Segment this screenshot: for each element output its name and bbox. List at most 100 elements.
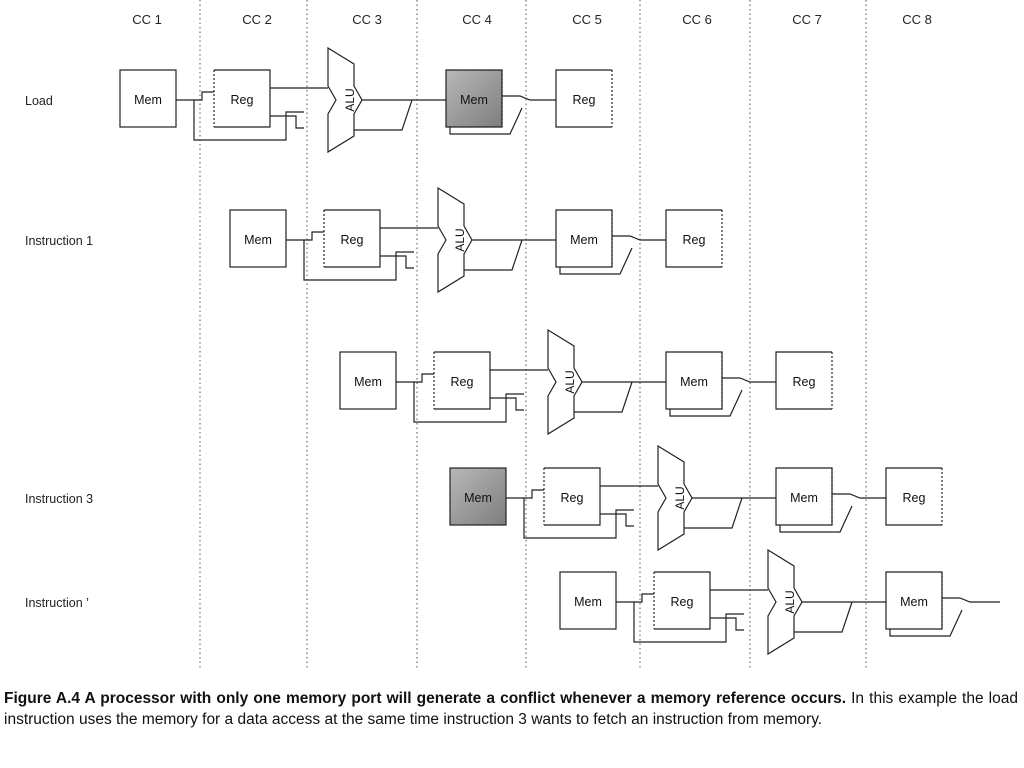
wire: [779, 505, 853, 533]
register-file-box: [654, 572, 710, 629]
writeback-register-box: [556, 70, 612, 127]
wire: [616, 593, 654, 603]
cycle-header: CC 2: [242, 12, 272, 27]
register-file-box: [214, 70, 270, 127]
cycle-header: CC 3: [352, 12, 382, 27]
wire: [176, 91, 214, 101]
wire: [193, 100, 304, 141]
wire: [710, 617, 744, 631]
register-file-box: [434, 352, 490, 409]
writeback-register-outline: [775, 351, 832, 410]
figure-caption: Figure A.4 A processor with only one mem…: [4, 688, 1018, 730]
wire: [286, 231, 324, 241]
stage-label-reg: Reg: [231, 93, 254, 107]
wire: [600, 513, 634, 527]
cycle-header: CC 6: [682, 12, 712, 27]
stage-label-mem: Mem: [354, 375, 382, 389]
data-memory-box: [556, 210, 612, 267]
stage-label-alu: ALU: [343, 88, 357, 111]
stage-label-mem: Mem: [244, 233, 272, 247]
caption-text: In this example the load instruction use…: [4, 690, 1018, 728]
alu-shape: [547, 328, 583, 436]
register-file-outline: [324, 209, 381, 268]
wire: [464, 239, 523, 271]
wire: [354, 99, 413, 131]
instruction-memory-box: [119, 69, 177, 128]
stage-label-alu: ALU: [563, 370, 577, 393]
stage-label-mem: Mem: [574, 595, 602, 609]
stage-label-mem: Mem: [900, 595, 928, 609]
register-file-outline: [654, 571, 711, 630]
register-file-outline: [544, 467, 601, 526]
writeback-register-outline: [885, 467, 942, 526]
stage-label-mem: Mem: [680, 375, 708, 389]
wire: [612, 235, 670, 241]
wire: [669, 389, 743, 417]
instruction-memory-box: [339, 351, 397, 410]
wire: [449, 107, 523, 135]
cycle-header: CC 5: [572, 12, 602, 27]
stage-label-reg: Reg: [561, 491, 584, 505]
wire: [490, 397, 524, 411]
wire: [574, 381, 633, 413]
stage-label-mem: Mem: [460, 93, 488, 107]
wire: [889, 609, 963, 637]
wire: [270, 115, 304, 129]
alu-shape: [327, 46, 363, 154]
instruction-label: Instruction ’: [25, 596, 89, 610]
stage-label-mem: Mem: [790, 491, 818, 505]
writeback-register-box: [886, 468, 942, 525]
stage-label-reg: Reg: [793, 375, 816, 389]
stage-label-reg: Reg: [671, 595, 694, 609]
wire: [502, 95, 560, 101]
wire: [559, 247, 633, 275]
writeback-register-box: [776, 352, 832, 409]
instruction-label: Load: [25, 94, 53, 108]
writeback-register-outline: [665, 209, 722, 268]
stage-label-mem: Mem: [464, 491, 492, 505]
wire: [633, 602, 744, 643]
register-file-outline: [214, 69, 271, 128]
instruction-memory-box: [449, 467, 507, 526]
data-memory-box: [776, 468, 832, 525]
stage-label-alu: ALU: [783, 590, 797, 613]
wire: [794, 601, 853, 633]
wire: [832, 493, 890, 499]
wire: [722, 377, 780, 383]
register-file-box: [544, 468, 600, 525]
pipeline-row: Mem Reg ALU Mem Reg: [339, 328, 833, 436]
instruction-memory-box: [559, 571, 617, 630]
register-file-outline: [434, 351, 491, 410]
writeback-register-box: [666, 210, 722, 267]
wire: [380, 255, 414, 269]
stage-label-reg: Reg: [903, 491, 926, 505]
wire: [523, 498, 634, 539]
pipeline-row: Instruction 3 Mem Reg ALU Mem Reg: [25, 444, 943, 552]
caption-bold: Figure A.4 A processor with only one mem…: [4, 690, 847, 707]
wire: [396, 373, 434, 383]
alu-shape: [437, 186, 473, 294]
register-file-box: [324, 210, 380, 267]
instruction-memory-box: [229, 209, 287, 268]
cycle-header: CC 7: [792, 12, 822, 27]
data-memory-box: [446, 70, 502, 127]
wire: [942, 597, 1000, 603]
stage-label-alu: ALU: [453, 228, 467, 251]
cycle-header: CC 4: [462, 12, 492, 27]
cycle-header: CC 8: [902, 12, 932, 27]
stage-label-alu: ALU: [673, 486, 687, 509]
stage-label-reg: Reg: [451, 375, 474, 389]
wire: [413, 382, 524, 423]
wire: [506, 489, 544, 499]
wire: [684, 497, 743, 529]
instruction-label: Instruction 3: [25, 492, 93, 506]
stage-label-reg: Reg: [341, 233, 364, 247]
instruction-label: Instruction 1: [25, 234, 93, 248]
cycle-header: CC 1: [132, 12, 162, 27]
alu-shape: [657, 444, 693, 552]
pipeline-row: Instruction ’ Mem Reg ALU Mem: [25, 548, 1000, 656]
data-memory-box: [886, 572, 942, 629]
